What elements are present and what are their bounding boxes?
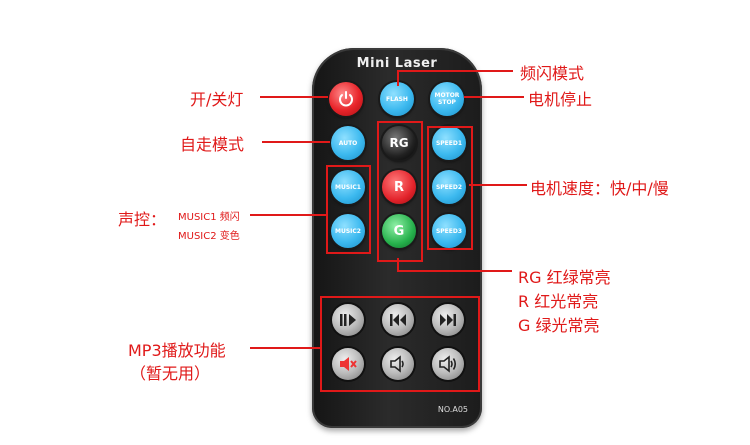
mp3-sub-annotation: （暂无用）: [130, 364, 211, 383]
music-buttons-frame: [326, 165, 371, 254]
auto-button[interactable]: AUTO: [331, 126, 365, 160]
g-button[interactable]: G: [382, 214, 416, 248]
power-annotation: 开/关灯: [190, 90, 244, 109]
sound-control-line2: MUSIC2 变色: [178, 231, 240, 242]
g-button-label: G: [393, 223, 405, 239]
r-button-label: R: [393, 179, 404, 195]
previous-track-button[interactable]: [382, 304, 414, 336]
volume-down-icon: [390, 355, 404, 373]
speed1-button[interactable]: SPEED1: [432, 126, 466, 160]
mp3-buttons-frame: [320, 296, 480, 392]
model-label: NO.A05: [437, 405, 468, 414]
power-leader-line: [260, 96, 328, 98]
speed-leader-line: [469, 184, 527, 186]
next-track-icon: [440, 314, 456, 326]
motor-stop-leader-line: [464, 96, 524, 98]
music1-button[interactable]: MUSIC1: [331, 170, 365, 204]
auto-button-label: AUTO: [338, 139, 358, 147]
speed2-button[interactable]: SPEED2: [432, 170, 466, 204]
mute-icon: [340, 357, 357, 371]
music2-button[interactable]: MUSIC2: [331, 214, 365, 248]
mp3-leader-line: [250, 347, 320, 349]
music2-button-label: MUSIC2: [335, 227, 361, 235]
speed3-button[interactable]: SPEED3: [432, 214, 466, 248]
speed3-button-label: SPEED3: [435, 227, 463, 235]
flash-leader-line-h: [398, 70, 513, 72]
flash-annotation: 频闪模式: [520, 64, 585, 83]
power-button[interactable]: [329, 82, 363, 116]
play-pause-icon: [340, 314, 356, 326]
mute-button[interactable]: [332, 348, 364, 380]
sound-control-annotation: 声控：: [118, 210, 167, 229]
previous-track-icon: [390, 314, 406, 326]
flash-leader-line-v: [397, 70, 399, 86]
music-leader-line: [250, 214, 327, 216]
auto-leader-line: [262, 141, 330, 143]
sound-control-line1: MUSIC1 频闪: [178, 212, 240, 223]
g-annotation: G 绿光常亮: [518, 316, 600, 335]
flash-button-label: FLASH: [386, 95, 408, 103]
play-pause-button[interactable]: [332, 304, 364, 336]
r-button[interactable]: R: [382, 170, 416, 204]
rg-button[interactable]: RG: [382, 126, 416, 160]
auto-annotation: 自走模式: [180, 135, 245, 154]
speed2-button-label: SPEED2: [435, 183, 463, 191]
motor-stop-annotation: 电机停止: [528, 90, 593, 109]
r-annotation: R 红光常亮: [518, 292, 599, 311]
remote-title: Mini Laser: [356, 56, 438, 71]
volume-down-button[interactable]: [382, 348, 414, 380]
color-leader-line-h: [397, 270, 512, 272]
rg-button-label: RG: [389, 135, 409, 150]
volume-up-icon: [439, 355, 457, 373]
color-buttons-frame: [377, 121, 423, 262]
power-icon: [339, 91, 353, 107]
speed-buttons-frame: [427, 126, 473, 250]
color-leader-line-v: [397, 258, 399, 272]
next-track-button[interactable]: [432, 304, 464, 336]
flash-button[interactable]: FLASH: [380, 82, 414, 116]
motor-stop-button[interactable]: MOTOR STOP: [430, 82, 464, 116]
mp3-annotation: MP3播放功能: [128, 341, 226, 360]
volume-up-button[interactable]: [432, 348, 464, 380]
music1-button-label: MUSIC1: [335, 183, 361, 191]
rg-annotation: RG 红绿常亮: [518, 268, 611, 287]
speed1-button-label: SPEED1: [435, 139, 463, 147]
motor-stop-button-label: MOTOR STOP: [434, 92, 460, 106]
speed-annotation: 电机速度：快/中/慢: [530, 179, 669, 198]
